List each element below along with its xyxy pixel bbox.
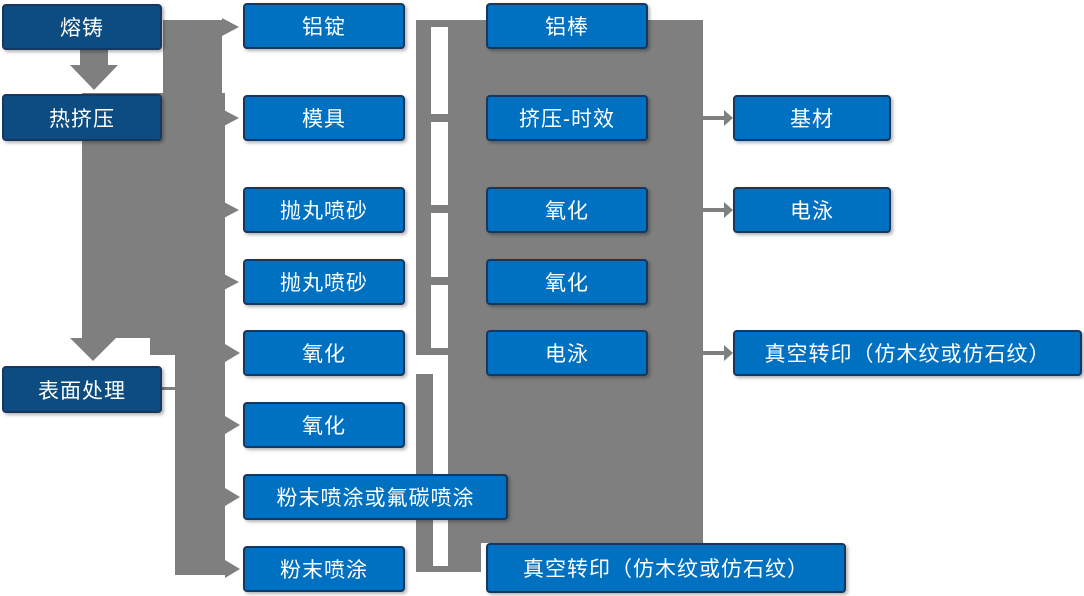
arrow-to-electrophoresis xyxy=(724,202,733,218)
arrow-to-mold xyxy=(222,109,239,127)
down-arrow-to-surface-treatment xyxy=(70,338,116,361)
arrow-to-oxidation-1 xyxy=(225,344,240,362)
right-output-arrows xyxy=(703,110,733,361)
node-shot-blasting-1: 抛丸喷砂 xyxy=(243,187,405,233)
node-vacuum-transfer-bottom: 真空转印（仿木纹或仿石纹） xyxy=(486,543,846,593)
node-oxidation-3: 氧化 xyxy=(486,187,648,233)
node-aluminum-ingot: 铝锭 xyxy=(243,3,405,49)
node-vacuum-transfer-right: 真空转印（仿木纹或仿石纹） xyxy=(733,330,1082,376)
arrow-to-oxidation-2 xyxy=(225,416,240,434)
node-oxidation-4: 氧化 xyxy=(486,259,648,305)
node-mold: 模具 xyxy=(243,95,405,141)
node-powder-coating: 粉末喷涂 xyxy=(243,546,405,592)
arrow-to-base-material xyxy=(724,110,733,126)
arrow-to-powder-coating-1 xyxy=(225,488,240,506)
node-electrophoresis-2: 电泳 xyxy=(733,187,891,233)
node-melting-casting: 熔铸 xyxy=(2,4,162,50)
left-flow-band xyxy=(70,18,240,578)
arrow-to-powder-coating-2 xyxy=(225,560,240,578)
arrow-to-shot-blasting-1 xyxy=(222,201,239,219)
arrow-to-aluminum-ingot xyxy=(222,18,239,36)
node-oxidation-2: 氧化 xyxy=(243,402,405,448)
surface-treatment-stub xyxy=(162,387,176,390)
node-shot-blasting-2: 抛丸喷砂 xyxy=(243,259,405,305)
node-hot-extrusion: 热挤压 xyxy=(2,94,162,141)
node-surface-treatment: 表面处理 xyxy=(2,366,162,413)
arrow-to-shot-blasting-2 xyxy=(222,273,239,291)
down-arrow-to-hot-extrusion xyxy=(70,65,118,90)
node-extrusion-aging: 挤压-时效 xyxy=(486,95,648,141)
arrow-to-vacuum-transfer xyxy=(724,345,733,361)
node-electrophoresis-1: 电泳 xyxy=(486,330,648,376)
node-aluminum-rod: 铝棒 xyxy=(486,3,648,49)
node-oxidation-1: 氧化 xyxy=(243,330,405,376)
middle-collector-strips xyxy=(416,20,448,572)
node-powder-or-fluorocarbon-coating: 粉末喷涂或氟碳喷涂 xyxy=(243,474,508,520)
node-base-material: 基材 xyxy=(733,95,891,141)
